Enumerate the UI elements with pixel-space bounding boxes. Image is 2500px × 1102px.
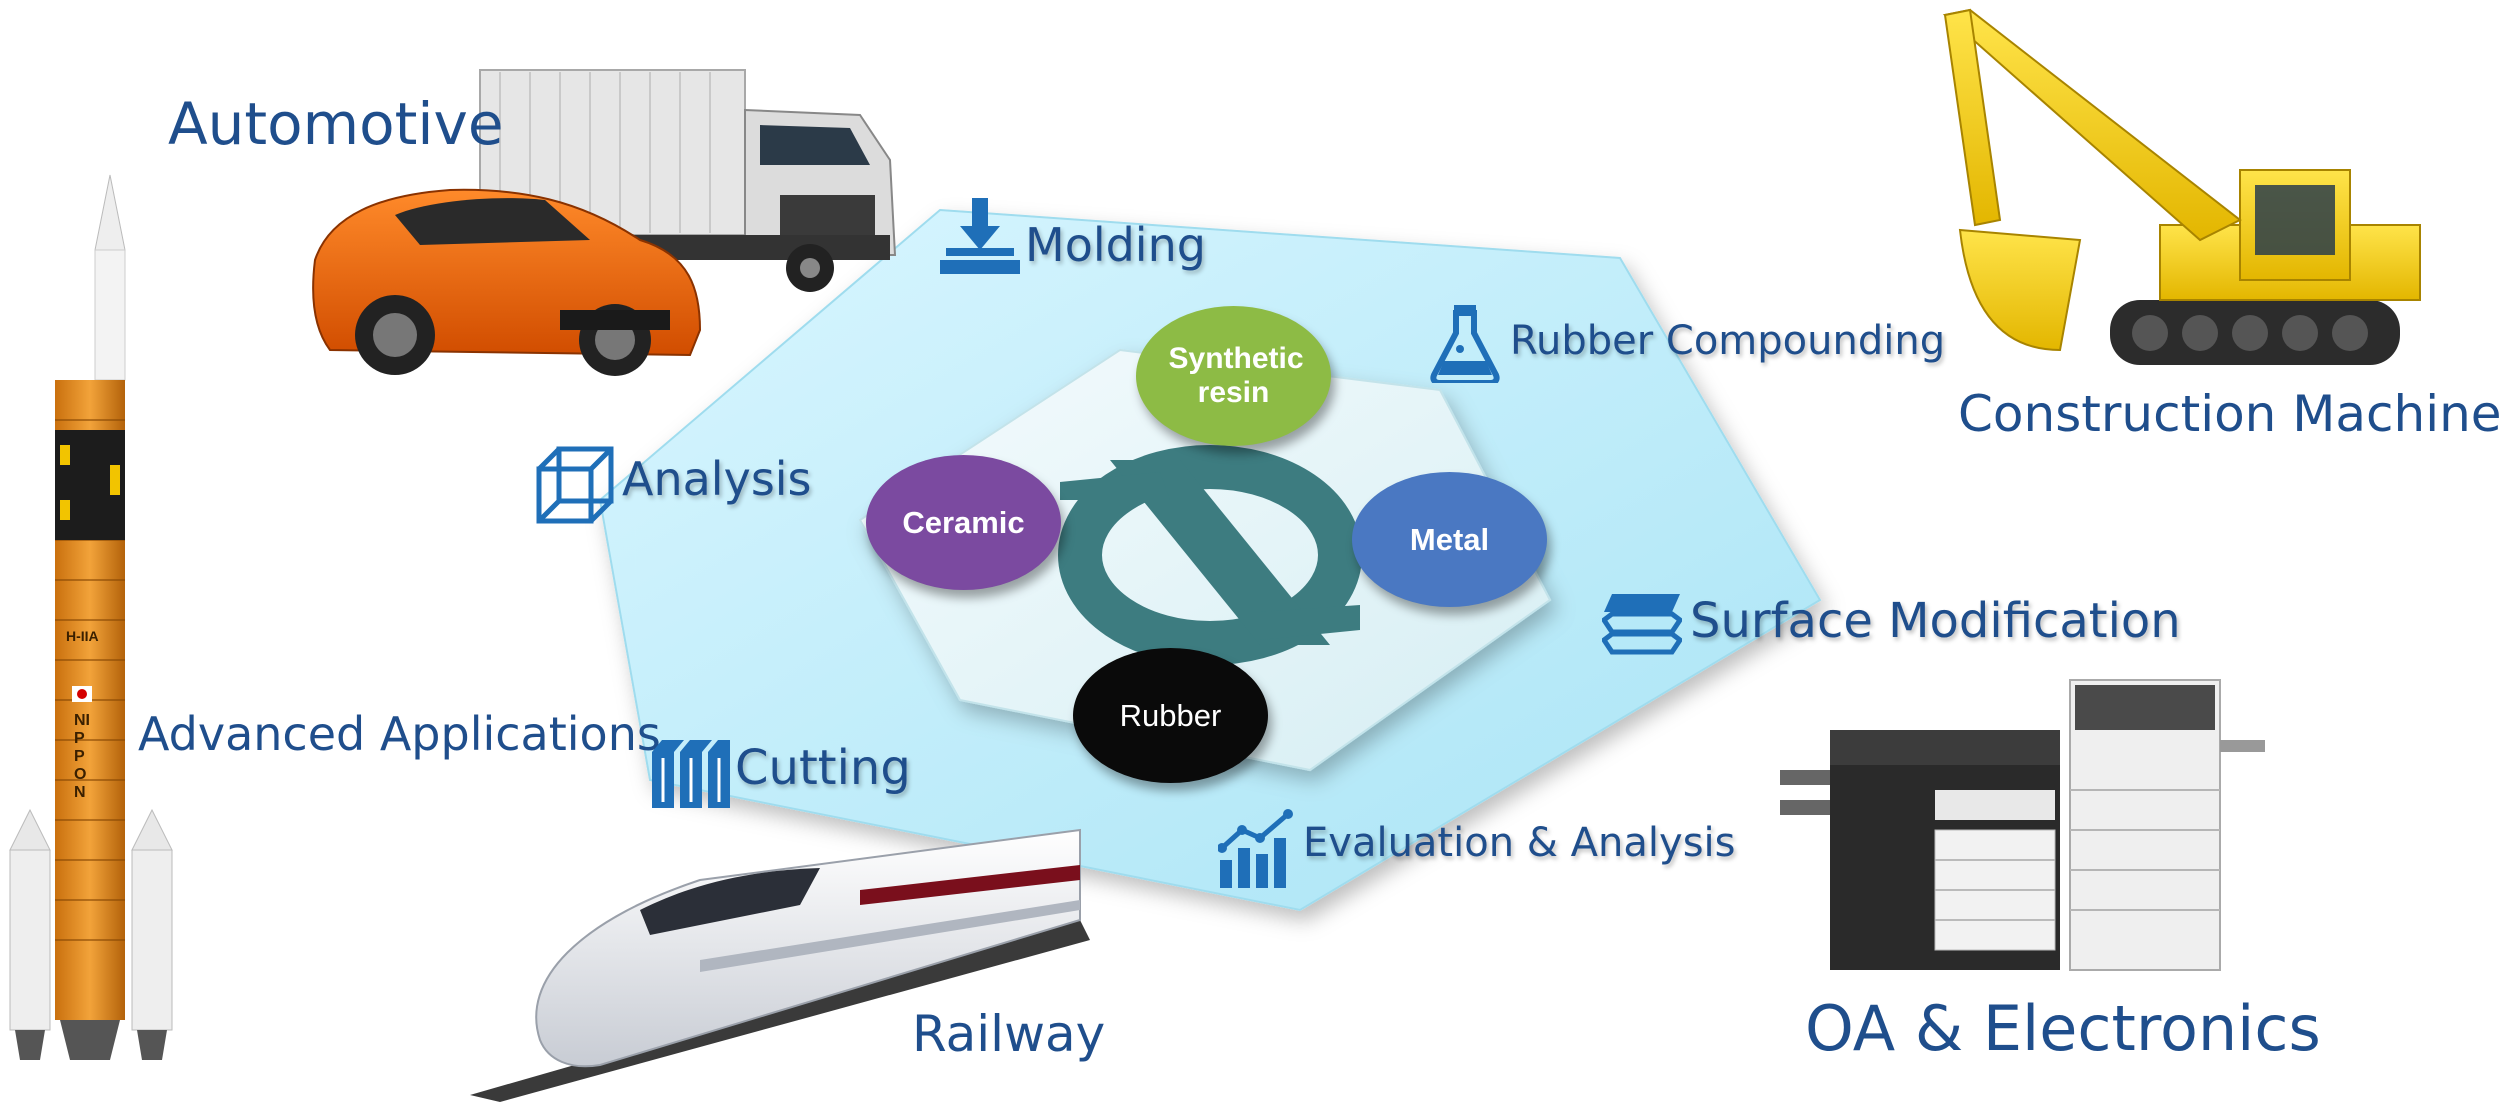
car-illustration [312,188,702,376]
excavator-illustration [1942,8,2421,365]
process-label-cutting: Cutting [735,740,911,796]
box-stack-icon [652,740,730,808]
train-illustration [470,828,1090,1102]
process-label-analysis: Analysis [622,452,812,506]
phi-logo [1058,445,1362,665]
application-label-oa: OA & Electronics [1805,992,2321,1065]
printers-illustration [1780,679,2265,971]
material-synthetic-resin: Synthetic resin [1136,306,1331,446]
material-ceramic: Ceramic [866,455,1061,590]
material-synthetic-resin-label: Synthetic resin [1168,341,1304,410]
process-label-surface-modification: Surface Modification [1690,593,2181,649]
application-label-railway: Railway [912,1005,1106,1063]
process-label-rubber-compounding: Rubber Compounding [1510,318,1946,364]
rocket-illustration [9,174,173,1060]
material-ceramic-label: Ceramic [902,504,1025,540]
download-tray-icon [940,198,1020,274]
material-metal: Metal [1352,472,1547,607]
layers-icon [1602,594,1682,655]
process-label-evaluation: Evaluation & Analysis [1303,820,1736,866]
application-label-construction: Construction Machinery [1958,385,2500,443]
growth-chart-icon [1218,809,1293,888]
cube-wireframe-icon [536,446,614,524]
rocket-model-text: H-IIA [66,628,99,644]
material-rubber: Rubber [1073,648,1268,783]
application-label-automotive: Automotive [168,90,504,158]
process-label-molding: Molding [1025,218,1206,272]
application-label-advanced: Advanced Applications [138,707,661,761]
material-rubber-label: Rubber [1119,697,1222,733]
flask-icon [1430,305,1500,383]
material-metal-label: Metal [1409,521,1490,557]
rocket-nation-text: NIPPON [74,712,90,801]
